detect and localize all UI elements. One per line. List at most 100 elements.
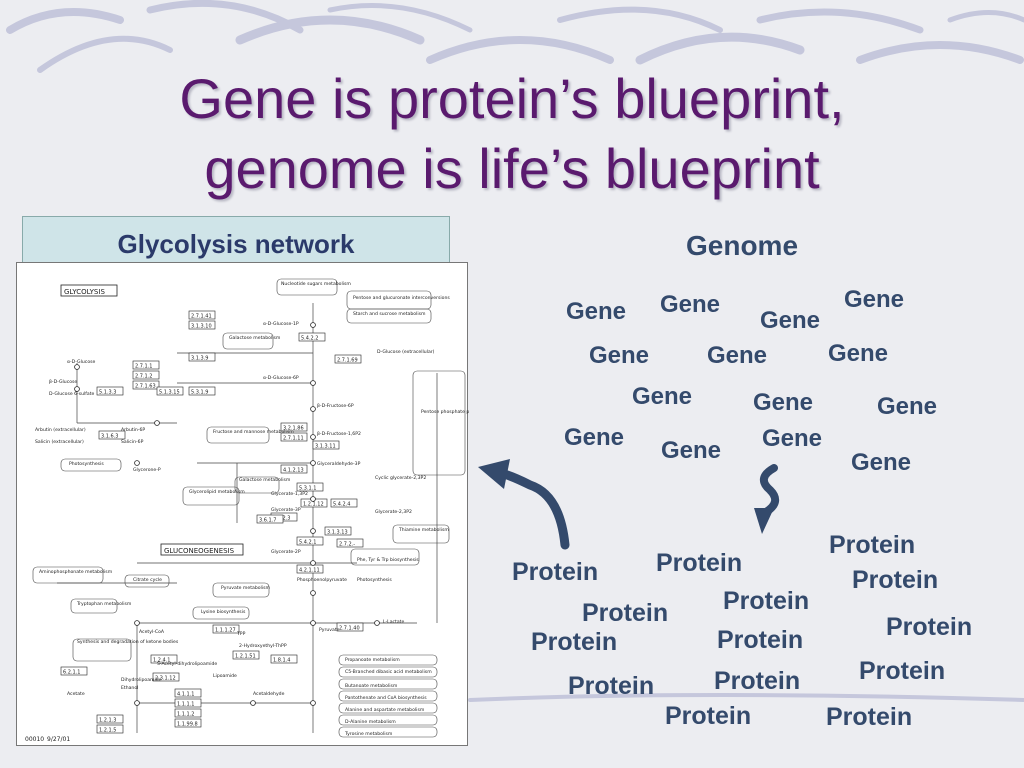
glycolysis-header-box xyxy=(60,284,118,297)
gene-label: Gene xyxy=(760,307,821,334)
gene-label: Gene xyxy=(877,393,938,420)
metabolite-label: Glycerate-3P xyxy=(271,507,301,513)
enzyme-label: 1.2.1.12 xyxy=(303,502,324,508)
map-box xyxy=(206,426,270,444)
map-box xyxy=(60,458,122,472)
enzyme-box xyxy=(174,718,202,728)
enzyme-label: 1.2.4.1 xyxy=(153,658,171,664)
metabolite-label: Acetaldehyde xyxy=(253,691,285,697)
metabolite-label: Ethanol xyxy=(121,685,138,691)
glycolysis-label-box: Glycolysis network xyxy=(22,216,450,270)
gene-label: Gene xyxy=(661,437,722,464)
gluconeogenesis-header: GLUCONEOGENESIS xyxy=(164,547,235,555)
metabolite-label: Dihydrolipoamide xyxy=(121,677,162,683)
metabolite-label: Tryptophan metabolism xyxy=(76,601,132,607)
enzyme-label: 4.1.2.13 xyxy=(283,468,304,474)
metabolite-node xyxy=(310,496,316,502)
enzyme-label: 1.1.1.1 xyxy=(177,702,195,708)
enzyme-label: 5.3.1.9 xyxy=(191,390,209,396)
metabolite-label: Acetate xyxy=(67,691,85,697)
gene-label: Gene xyxy=(632,383,693,410)
enzyme-label: 1.1.1.27 xyxy=(215,628,236,634)
metabolite-node xyxy=(250,700,256,706)
metabolite-node xyxy=(310,434,316,440)
map-box xyxy=(338,702,438,714)
enzyme-label: 3.1.6.3 xyxy=(101,434,119,440)
metabolite-label: Glycerate-1,3P2 xyxy=(271,491,308,497)
enzyme-label: 3.6.1.7 xyxy=(259,518,277,524)
enzyme-box xyxy=(152,672,180,682)
enzyme-box xyxy=(212,624,240,634)
metabolite-node xyxy=(310,620,316,626)
metabolite-label: Glycerolipid metabolism xyxy=(189,489,245,495)
metabolite-node xyxy=(374,620,380,626)
enzyme-box xyxy=(174,698,202,708)
metabolite-label: Pantothenate and CoA biosynthesis xyxy=(345,695,427,701)
metabolite-node xyxy=(134,620,140,626)
protein-label: Protein xyxy=(714,667,801,695)
gene-label: Gene xyxy=(589,342,650,369)
map-box xyxy=(32,566,104,584)
enzyme-label: 3.1.3.13 xyxy=(327,530,348,536)
enzyme-box xyxy=(96,386,124,396)
metabolite-label: Arbutin-6P xyxy=(121,427,145,433)
enzyme-label: 1.1.99.8 xyxy=(177,722,198,728)
map-box xyxy=(338,666,438,678)
enzyme-box xyxy=(280,464,308,474)
protein-label: Protein xyxy=(826,703,913,731)
title-line-2: genome is life’s blueprint xyxy=(204,137,820,200)
metabolite-label: Nucleotide sugars metabolism xyxy=(281,281,351,287)
enzyme-label: 4.2.1.11 xyxy=(299,568,320,574)
enzyme-label: 5.4.2.4 xyxy=(333,502,351,508)
metabolite-node xyxy=(154,420,160,426)
metabolite-node xyxy=(310,700,316,706)
enzyme-box xyxy=(174,688,202,698)
gene-label: Gene xyxy=(753,389,814,416)
enzyme-box xyxy=(232,650,260,660)
metabolite-node xyxy=(134,460,140,466)
enzyme-label: 5.1.3.3 xyxy=(99,390,117,396)
enzyme-label: 2.7.1.40 xyxy=(339,626,360,632)
metabolite-node xyxy=(310,322,316,328)
enzyme-label: 3.1.3.11 xyxy=(315,444,336,450)
metabolite-label: Arbutin (extracellular) xyxy=(35,427,86,433)
metabolite-label: Salicin-6P xyxy=(121,439,144,445)
metabolite-label: Glycerate-2P xyxy=(271,549,301,555)
metabolite-label: β-D-Fructose-1,6P2 xyxy=(317,431,361,437)
enzyme-label: 5.4.2.1 xyxy=(299,540,317,546)
metabolite-node xyxy=(310,590,316,596)
metabolite-label: Lysine biosynthesis xyxy=(201,609,246,615)
protein-label: Protein xyxy=(656,549,743,577)
protein-label: Protein xyxy=(665,702,752,730)
metabolite-label: Glycerate-2,3P2 xyxy=(375,509,412,515)
metabolite-node xyxy=(310,560,316,566)
metabolite-label: D-Glucose (extracellular) xyxy=(377,349,435,355)
gene-label: Gene xyxy=(564,424,625,451)
enzyme-box xyxy=(296,482,324,492)
enzyme-box xyxy=(280,422,308,432)
map-box xyxy=(72,638,132,662)
protein-label: Protein xyxy=(886,613,973,641)
enzyme-label: 1.1.1.2 xyxy=(177,712,195,718)
enzyme-box xyxy=(60,666,88,676)
metabolite-label: β-D-Glucose xyxy=(49,379,77,385)
metabolite-label: Fructose and mannose metabolism xyxy=(213,429,294,435)
enzyme-box xyxy=(336,622,364,632)
metabolite-label: Lipoamide xyxy=(213,673,237,679)
enzyme-label: 2.7.1.11 xyxy=(283,436,304,442)
metabolite-node xyxy=(134,700,140,706)
protein-label: Protein xyxy=(859,657,946,685)
map-box xyxy=(338,714,438,726)
map-box xyxy=(412,370,466,476)
enzyme-box xyxy=(298,332,326,342)
enzyme-box xyxy=(270,654,298,664)
metabolite-label: Phosphoenolpyruvate xyxy=(297,577,347,583)
enzyme-label: 1.2.1.5 xyxy=(99,728,117,734)
enzyme-box xyxy=(324,526,352,536)
metabolite-label: Tyrosine metabolism xyxy=(344,731,393,737)
map-box xyxy=(276,278,338,296)
metabolite-label: S-Acetyl-dihydrolipoamide xyxy=(157,661,217,667)
enzyme-box xyxy=(132,360,160,370)
enzyme-label: 5.3.1.1 xyxy=(299,486,317,492)
enzyme-box xyxy=(256,514,284,524)
